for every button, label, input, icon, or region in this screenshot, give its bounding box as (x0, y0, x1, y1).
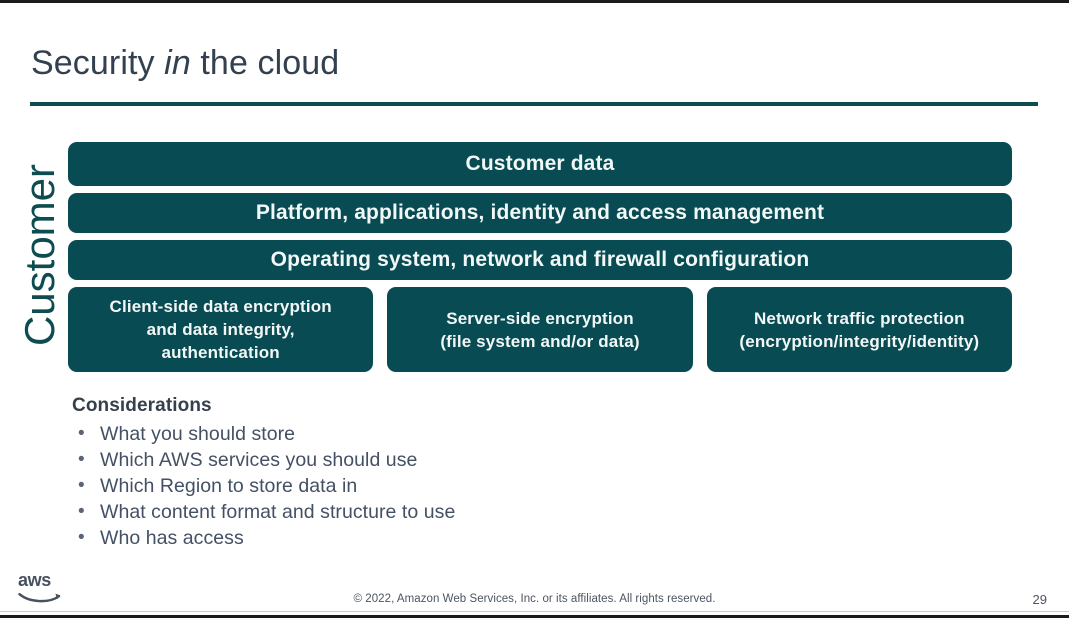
box-server-side-encryption: Server-side encryption (file system and/… (387, 287, 693, 372)
title-underline-rule (30, 102, 1038, 106)
list-item-label: What you should store (100, 423, 296, 445)
bullet-icon: • (78, 501, 85, 522)
considerations-section: Considerations • What you should store •… (72, 395, 772, 551)
page-title-emphasis: in (164, 44, 191, 82)
box-client-side-encryption-line-2: and data integrity, (146, 320, 295, 339)
list-item-label: Who has access (100, 527, 244, 549)
protection-box-row: Client-side data encryption and data int… (68, 287, 1012, 372)
box-server-side-encryption-line-2: (file system and/or data) (440, 331, 640, 351)
list-item: • Who has access (72, 525, 772, 551)
list-item-label: Which Region to store data in (100, 475, 358, 497)
footer-divider (0, 611, 1069, 612)
layer-platform-apps-iam: Platform, applications, identity and acc… (68, 193, 1012, 233)
bullet-icon: • (78, 423, 85, 444)
considerations-heading: Considerations (72, 395, 212, 416)
aws-logo: aws (18, 571, 70, 605)
layer-customer-data: Customer data (68, 142, 1012, 186)
layer-platform-apps-iam-label: Platform, applications, identity and acc… (255, 201, 825, 224)
list-item: • Which Region to store data in (72, 473, 772, 499)
responsibility-stack: Customer data Platform, applications, id… (68, 142, 1012, 372)
copyright-text: © 2022, Amazon Web Services, Inc. or its… (353, 593, 716, 605)
list-item: • Which AWS services you should use (72, 447, 772, 473)
box-server-side-encryption-line-1: Server-side encryption (446, 308, 634, 328)
customer-axis-text: Customer (16, 163, 63, 347)
layer-customer-data-label: Customer data (465, 152, 615, 175)
list-item-label: What content format and structure to use (100, 501, 456, 523)
box-network-traffic-protection-line-2: (encryption/integrity/identity) (739, 331, 980, 351)
aws-smile-icon (18, 593, 61, 603)
box-client-side-encryption-line-3: authentication (161, 343, 280, 362)
bullet-icon: • (78, 527, 85, 548)
box-client-side-encryption-line-1: Client-side data encryption (109, 297, 332, 316)
responsibility-axis-label: Customer (14, 139, 66, 371)
page-title-suffix: the cloud (190, 44, 340, 82)
box-network-traffic-protection: Network traffic protection (encryption/i… (706, 287, 1012, 372)
page-number: 29 (1032, 592, 1047, 607)
box-network-traffic-protection-line-1: Network traffic protection (753, 308, 965, 328)
bullet-icon: • (78, 449, 85, 470)
bullet-icon: • (78, 475, 85, 496)
considerations-list: • What you should store • Which AWS serv… (72, 421, 772, 551)
aws-logo-text: aws (18, 570, 51, 590)
box-client-side-encryption: Client-side data encryption and data int… (68, 287, 374, 372)
page-title-prefix: Security (31, 44, 165, 82)
page-title: Security in the cloud (31, 41, 339, 85)
list-item-label: Which AWS services you should use (100, 449, 418, 471)
list-item: • What content format and structure to u… (72, 499, 772, 525)
list-item: • What you should store (72, 421, 772, 447)
layer-os-network-firewall: Operating system, network and firewall c… (68, 240, 1012, 280)
layer-os-network-firewall-label: Operating system, network and firewall c… (270, 248, 810, 271)
